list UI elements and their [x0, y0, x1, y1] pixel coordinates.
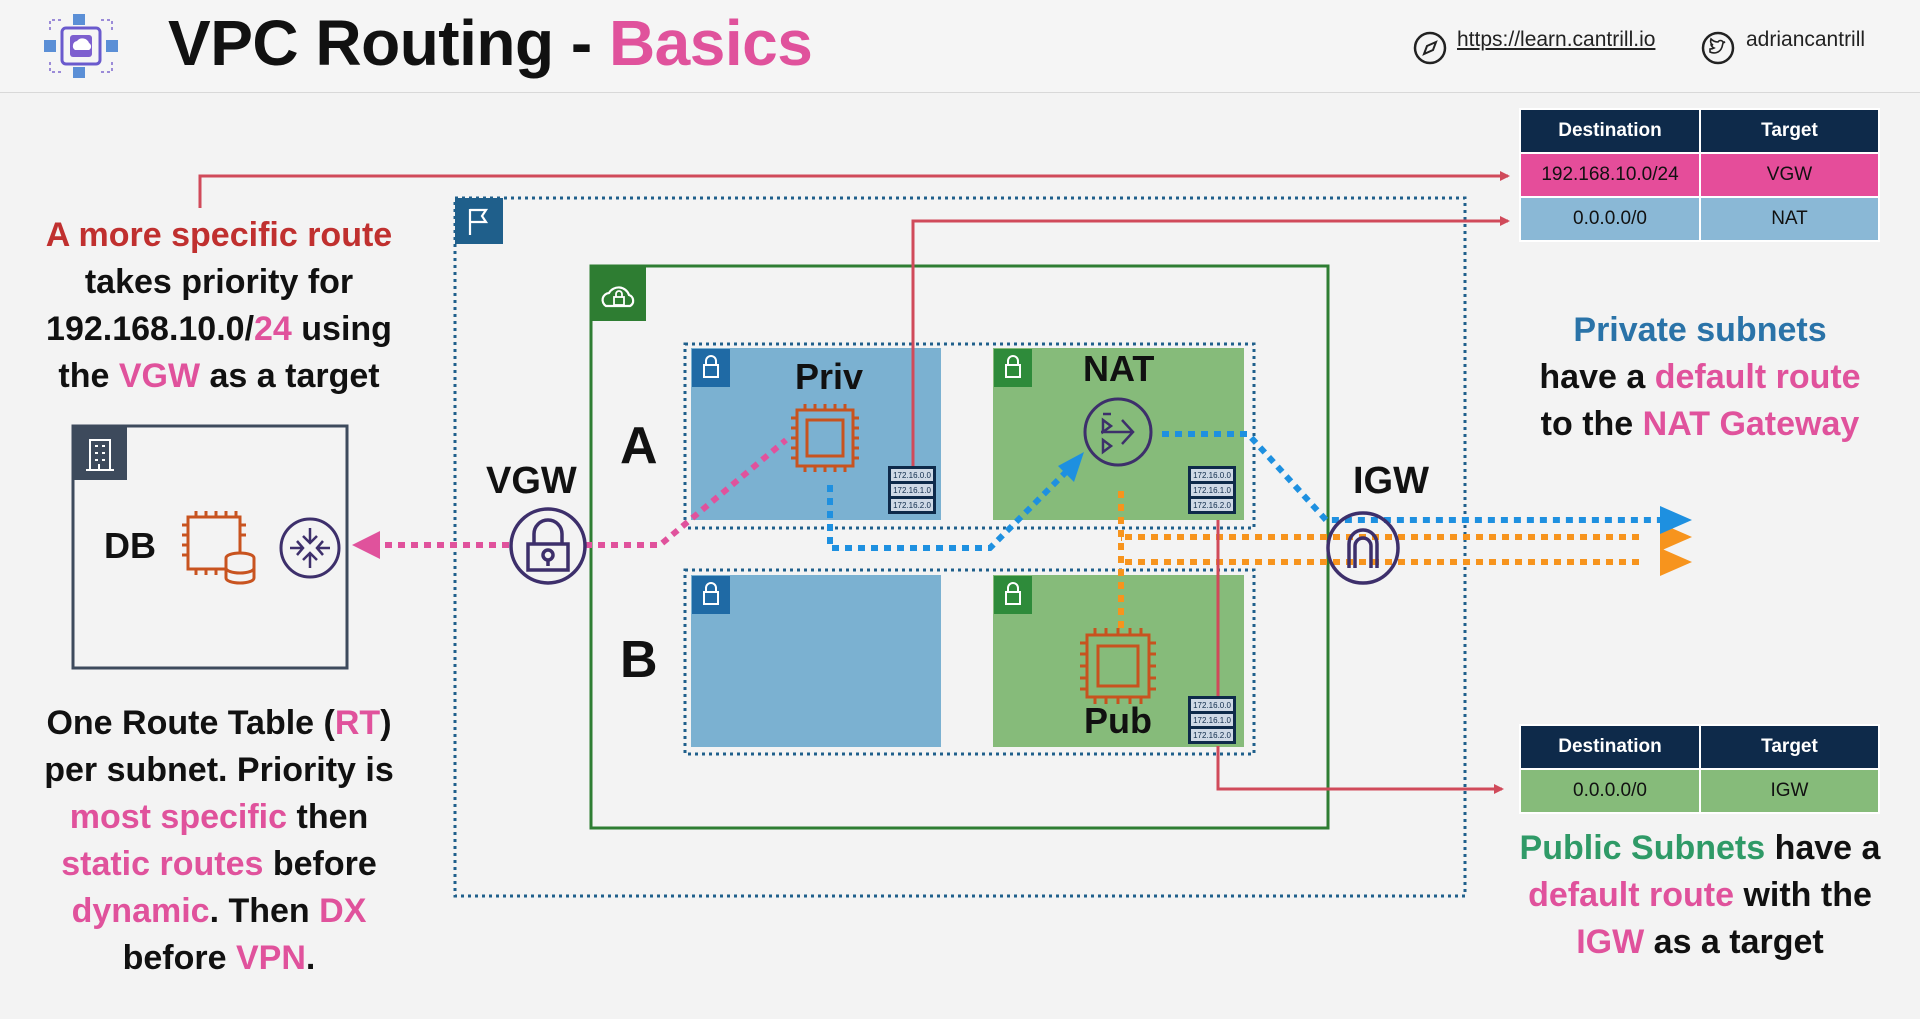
- title-main: VPC Routing -: [168, 7, 609, 79]
- priority-note: One Route Table (RT) per subnet. Priorit…: [14, 700, 424, 982]
- igw-icon: [1326, 511, 1400, 585]
- rt-cell-destination: 192.168.10.0/24: [1519, 152, 1701, 198]
- svg-text:172.16.0.0: 172.16.0.0: [1193, 701, 1231, 710]
- private-subnet-b: [691, 575, 941, 747]
- svg-text:172.16.2.0: 172.16.2.0: [893, 501, 931, 510]
- private-rt-arrow: [911, 216, 1510, 466]
- svg-text:172.16.2.0: 172.16.2.0: [1193, 501, 1231, 510]
- on-premises-box: [71, 424, 349, 670]
- ec2-private-instance-icon: [791, 404, 859, 472]
- vpc-cloud-lock-icon: [592, 267, 646, 321]
- rt-header-destination: Destination: [1519, 724, 1701, 770]
- database-instance-icon: [182, 511, 256, 585]
- igw-label: IGW: [1353, 460, 1429, 502]
- private-route-table: Destination Target 192.168.10.0/24 VGW 0…: [1519, 108, 1880, 242]
- note-line: most specific then: [69, 798, 369, 836]
- svg-text:172.16.2.0: 172.16.2.0: [1193, 731, 1231, 740]
- slide-title: VPC Routing - Basics: [168, 6, 813, 80]
- note-line: Private subnets: [1573, 311, 1827, 349]
- note-line: dynamic. Then DX: [71, 892, 367, 930]
- blue-internet-arrowhead: [1660, 506, 1692, 534]
- priv-subnet-label: Priv: [795, 356, 864, 397]
- compass-icon: [1413, 31, 1447, 65]
- specific-route-note: A more specific route takes priority for…: [14, 212, 424, 400]
- course-link[interactable]: https://learn.cantrill.io: [1457, 28, 1656, 51]
- nat-to-igw-orange-path: [1121, 534, 1640, 541]
- rt-cell-destination: 0.0.0.0/0: [1519, 196, 1701, 242]
- db-label: DB: [104, 525, 156, 566]
- table-row: 0.0.0.0/0 NAT: [1519, 196, 1880, 242]
- blue-nat-arrowhead: [1058, 452, 1084, 482]
- note-line: to the NAT Gateway: [1540, 405, 1860, 443]
- private-to-nat-path: [827, 469, 1069, 551]
- note-line: default route with the: [1528, 876, 1872, 914]
- note-line: takes priority for: [84, 263, 354, 301]
- svg-text:172.16.1.0: 172.16.1.0: [893, 486, 931, 495]
- note-line: IGW as a target: [1576, 923, 1824, 961]
- svg-text:172.16.0.0: 172.16.0.0: [893, 471, 931, 480]
- note-line: have a default route: [1539, 358, 1861, 396]
- rt-header-target: Target: [1699, 108, 1880, 154]
- rt-cell-destination: 0.0.0.0/0: [1519, 768, 1701, 814]
- note-line: per subnet. Priority is: [44, 751, 394, 789]
- vgw-icon: [509, 507, 587, 585]
- rt-header-destination: Destination: [1519, 108, 1701, 154]
- note-line: static routes before: [61, 845, 377, 883]
- public-subnets-note: Public Subnets have a default route with…: [1480, 825, 1920, 966]
- nat-subnet-label: NAT: [1083, 348, 1155, 389]
- svg-text:172.16.1.0: 172.16.1.0: [1193, 716, 1231, 725]
- note-line: 192.168.10.0/24 using: [46, 310, 392, 348]
- rt-cell-target: IGW: [1699, 768, 1880, 814]
- specific-route-arrow: [198, 171, 1510, 208]
- corporate-building-icon: [73, 426, 127, 480]
- note-line: Public Subnets have a: [1519, 829, 1881, 867]
- private-subnets-note: Private subnets have a default route to …: [1490, 307, 1910, 448]
- twitter-icon: [1701, 31, 1735, 65]
- az-a-label: A: [620, 417, 658, 475]
- az-a-boundary: [683, 342, 1256, 530]
- table-row: 0.0.0.0/0 IGW: [1519, 768, 1880, 814]
- note-line: before VPN.: [122, 939, 316, 977]
- vpc-logo-icon: [44, 14, 118, 78]
- rt-cell-target: NAT: [1699, 196, 1880, 242]
- note-line: A more specific route: [45, 216, 393, 254]
- public-rt-arrow: [1216, 746, 1504, 794]
- rt-header-target: Target: [1699, 724, 1880, 770]
- table-row: 192.168.10.0/24 VGW: [1519, 152, 1880, 198]
- ec2-public-instance-icon: [1080, 628, 1156, 704]
- header-bar: [0, 0, 1920, 93]
- az-b-boundary: [683, 568, 1256, 756]
- router-icon: [279, 517, 341, 579]
- note-line: the VGW as a target: [58, 357, 380, 395]
- orange-arrowhead-2: [1660, 548, 1692, 576]
- pub-subnet-label: Pub: [1084, 700, 1152, 741]
- nat-gateway-icon: [1083, 397, 1153, 467]
- twitter-handle[interactable]: adriancantrill: [1746, 28, 1866, 51]
- note-line: One Route Table (RT): [46, 704, 392, 742]
- pink-arrowhead: [352, 531, 380, 559]
- vgw-label: VGW: [486, 460, 577, 502]
- nat-to-internet-path: [1162, 431, 1660, 523]
- public-route-table: Destination Target 0.0.0.0/0 IGW: [1519, 724, 1880, 814]
- svg-text:172.16.0.0: 172.16.0.0: [1193, 471, 1231, 480]
- vgw-route-path: [546, 437, 788, 548]
- title-accent: Basics: [608, 7, 813, 79]
- rt-cell-target: VGW: [1699, 152, 1880, 198]
- az-b-label: B: [620, 631, 658, 689]
- route-table-mini-icon: [888, 466, 1236, 744]
- svg-text:172.16.1.0: 172.16.1.0: [1193, 486, 1231, 495]
